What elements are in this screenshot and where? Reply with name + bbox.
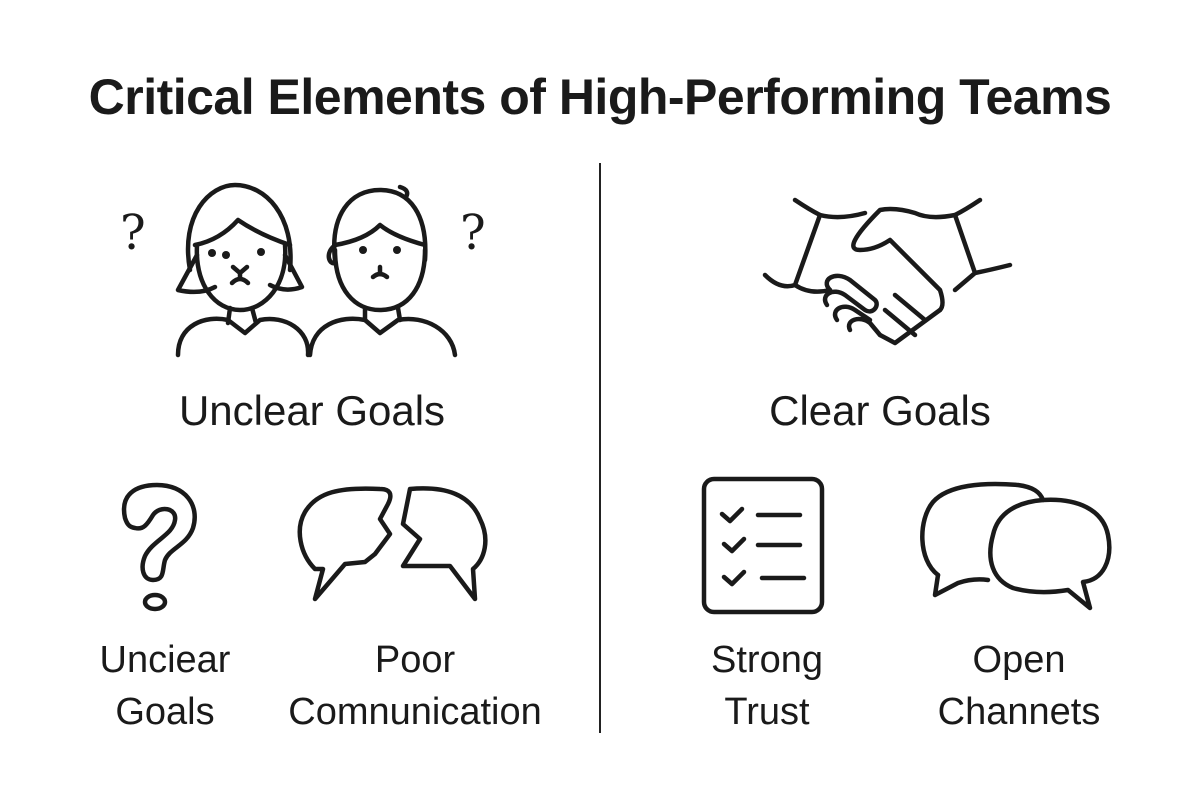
label-line-1: Unciear <box>99 639 231 681</box>
handshake-icon <box>762 197 1013 346</box>
label-line-2: Channets <box>937 691 1101 733</box>
label-strong-trust: Strong Trust <box>617 634 917 738</box>
label-line-1: Open <box>972 639 1066 681</box>
center-divider <box>599 163 601 733</box>
broken-speech-bubbles-icon <box>297 486 488 602</box>
label-line-1: Poor <box>374 639 456 681</box>
question-mark-right-icon: ? <box>460 205 486 261</box>
label-line-2: Goals <box>115 691 215 733</box>
label-poor-communication: Poor Comnunication <box>265 634 565 738</box>
speech-bubbles-icon <box>920 481 1112 611</box>
page-title: Critical Elements of High-Performing Tea… <box>88 69 1112 125</box>
confused-people-icon <box>175 182 458 358</box>
label-line-2: Trust <box>724 691 810 733</box>
label-line-1: Strong <box>711 639 823 681</box>
checklist-icon <box>701 476 825 615</box>
label-open-channels: Open Channets <box>869 634 1169 738</box>
question-mark-left-icon: ? <box>120 205 146 261</box>
right-heading: Clear Goals <box>769 387 991 434</box>
left-heading: Unclear Goals <box>178 387 446 434</box>
label-line-2: Comnunication <box>288 691 542 733</box>
question-mark-icon <box>121 482 197 612</box>
label-unclear-goals: Unciear Goals <box>15 634 315 738</box>
